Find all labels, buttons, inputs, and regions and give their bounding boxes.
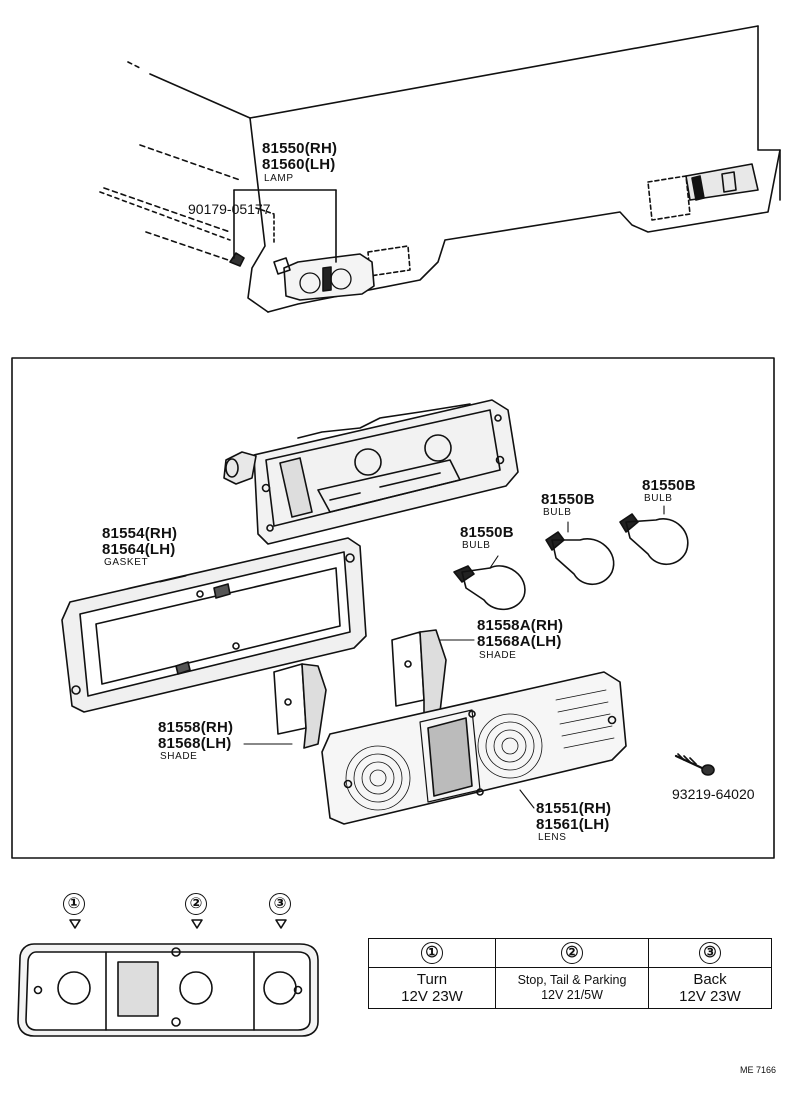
shade-a-lh-label: 81568A(LH): [477, 633, 562, 650]
legend-header-2: ②: [495, 938, 649, 968]
legend-cell-turn: Turn 12V 23W: [368, 967, 496, 1009]
legend-header-3: ③: [648, 938, 772, 968]
shade-rh-label: 81558(RH): [158, 719, 234, 736]
lens-rh-label: 81551(RH): [536, 800, 612, 817]
shade-a-name-label: SHADE: [479, 650, 517, 661]
bulb-3-label: 81550B: [642, 477, 696, 494]
position-marker-2: ②: [185, 893, 207, 915]
bulb-legend-table: ① ② ③ Turn 12V 23W Stop, Tail & Parking …: [368, 938, 772, 1009]
lamp-name-label: LAMP: [264, 173, 294, 184]
lens-name-label: LENS: [538, 832, 567, 843]
bulb-1-name: BULB: [462, 540, 491, 551]
lens-lh-label: 81561(LH): [536, 816, 610, 833]
screw-part: [674, 753, 715, 776]
reference-code: ME 7166: [740, 1065, 777, 1075]
shade-lh-label: 81568(LH): [158, 735, 232, 752]
legend-cell-back: Back 12V 23W: [648, 967, 772, 1009]
legend-header-row: ① ② ③: [368, 938, 772, 968]
bulb-2-name: BULB: [543, 507, 572, 518]
screw-part-label: 93219-64020: [672, 786, 755, 802]
clip-part-label: 90179-05177: [188, 201, 271, 217]
legend-header-1: ①: [368, 938, 496, 968]
legend-desc-row: Turn 12V 23W Stop, Tail & Parking 12V 21…: [368, 967, 772, 1009]
vehicle-rear-body: [99, 25, 781, 313]
position-marker-3: ③: [269, 893, 291, 915]
lamp-lh-label: 81560(LH): [262, 156, 336, 173]
gasket-part: [61, 537, 367, 713]
exploded-view-frame: [11, 357, 775, 859]
gasket-name-label: GASKET: [104, 557, 149, 568]
position-marker-1: ①: [63, 893, 85, 915]
lamp-front-view: [17, 919, 319, 1037]
shade-name-label: SHADE: [160, 751, 198, 762]
shade-right: [391, 629, 447, 717]
lamp-housing: [223, 399, 519, 545]
shade-a-rh-label: 81558A(RH): [477, 617, 564, 634]
shade-left: [273, 663, 327, 749]
gasket-rh-label: 81554(RH): [102, 525, 178, 542]
gasket-lh-label: 81564(LH): [102, 541, 176, 558]
bulb-3-name: BULB: [644, 493, 673, 504]
bulb-2-label: 81550B: [541, 491, 595, 508]
bulb-1-label: 81550B: [460, 524, 514, 541]
bulb-3: [619, 513, 689, 566]
leader-lines: [159, 505, 665, 809]
bulb-2: [545, 531, 615, 586]
bulb-1: [453, 565, 526, 611]
lens-part: [321, 671, 627, 825]
legend-cell-stop-tail: Stop, Tail & Parking 12V 21/5W: [495, 967, 649, 1009]
lamp-rh-label: 81550(RH): [262, 140, 338, 157]
